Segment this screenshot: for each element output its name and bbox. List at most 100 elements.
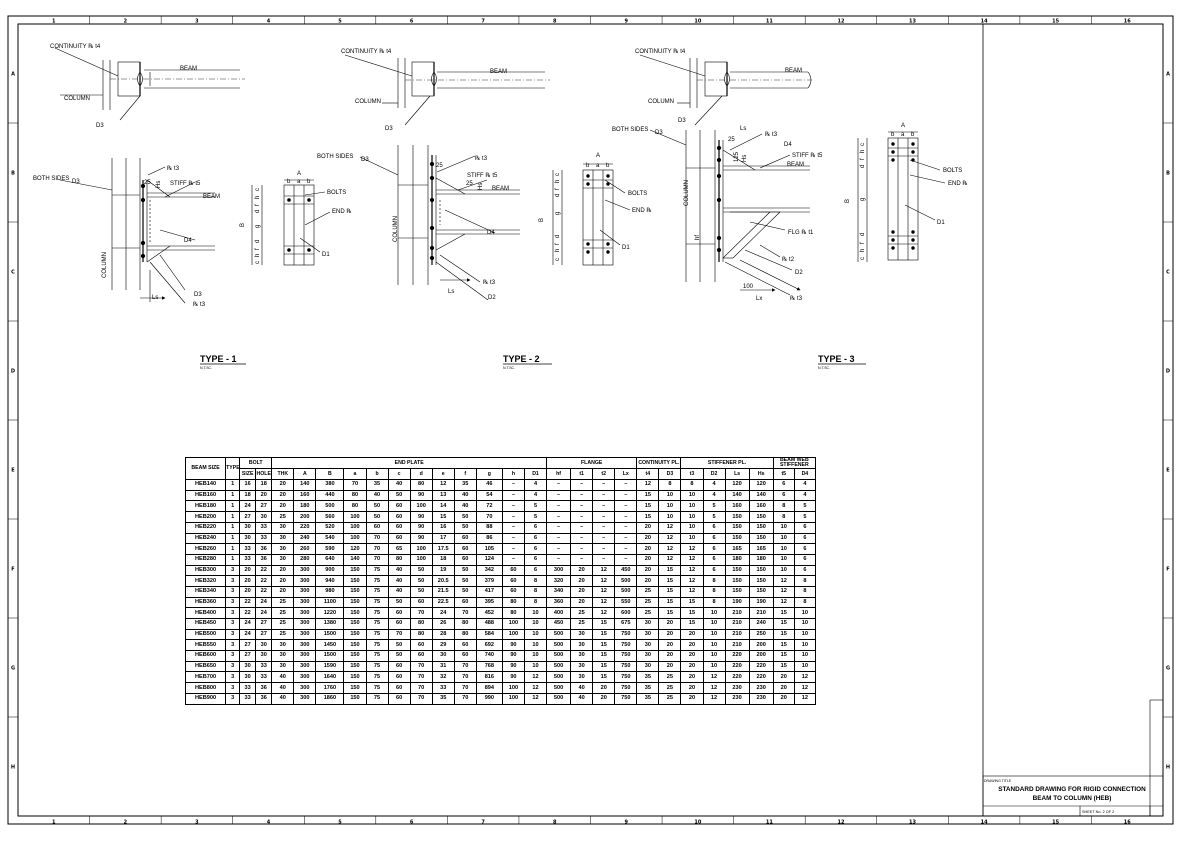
table-cell: 80 <box>343 500 367 513</box>
table-cell: 15 <box>658 575 682 587</box>
table-cell: 120 <box>343 543 367 555</box>
table-cell: 300 <box>293 671 317 684</box>
col-marker-16-bottom: 16 <box>1124 820 1131 826</box>
row-marker-H-left: H <box>11 765 15 771</box>
table-cell: 4 <box>702 479 726 491</box>
table-cell: 60 <box>453 532 477 545</box>
type1-ep-b1: b <box>287 179 291 185</box>
table-cell: 15 <box>636 500 660 513</box>
table-cell: 15 <box>431 511 455 523</box>
type1-ep-c2: c <box>255 261 261 264</box>
table-cell: 6 <box>793 521 817 534</box>
table-cell: 19 <box>431 564 455 577</box>
th-sub-16: t2 <box>592 468 616 481</box>
table-cell: 160 <box>293 489 317 502</box>
table-cell: HEB300 <box>184 564 227 577</box>
col-marker-10-top: 10 <box>694 19 701 25</box>
table-cell: 342 <box>475 564 503 577</box>
table-cell: 220 <box>724 660 750 673</box>
table-cell: 60 <box>501 575 525 587</box>
table-cell: 15 <box>658 564 682 577</box>
type3-ep-f1: f <box>860 158 866 160</box>
table-cell: 500 <box>614 585 638 598</box>
table-cell: 180 <box>293 500 317 513</box>
table-cell: 20 <box>772 671 795 684</box>
table-cell: 60 <box>409 650 433 662</box>
table-cell: 15 <box>772 628 795 641</box>
table-cell: 60 <box>501 585 525 598</box>
table-cell: 40 <box>387 585 411 598</box>
table-cell: 40 <box>387 564 411 577</box>
title-block-caption: DRAWING TITLE <box>984 779 1012 783</box>
table-cell: 26 <box>431 618 455 630</box>
table-cell: 20 <box>271 479 295 491</box>
table-cell: 22 <box>255 585 273 598</box>
type2-ep-g: g <box>555 212 561 215</box>
col-marker-8-bottom: 8 <box>553 820 557 826</box>
table-cell: – <box>501 532 525 545</box>
table-cell: 150 <box>748 585 774 598</box>
table-cell: – <box>592 532 616 545</box>
table-cell: 300 <box>293 660 317 673</box>
table-cell: 80 <box>501 607 525 620</box>
type3-ls-label: Ls <box>740 126 746 132</box>
table-cell: 150 <box>343 650 367 662</box>
type2-ep-d2: d <box>555 235 561 238</box>
row-marker-B-right: B <box>1166 171 1170 177</box>
table-cell: 3 <box>225 628 241 641</box>
type1-plate-t3b-label: ℞ t3 <box>193 301 206 308</box>
table-cell: 220 <box>724 650 750 662</box>
col-marker-2-bottom: 2 <box>124 820 128 826</box>
table-cell: 980 <box>315 585 345 598</box>
table-cell: 750 <box>614 639 638 652</box>
th-type: TYPE <box>225 456 241 481</box>
table-cell: 20 <box>658 660 682 673</box>
table-cell: 100 <box>409 500 433 513</box>
table-cell: 10 <box>680 511 704 523</box>
table-cell: 15 <box>592 639 616 652</box>
table-cell: 3 <box>225 671 241 684</box>
type2-ep-c2: c <box>555 258 561 261</box>
type3-plate-t3-label: ℞ t3 <box>765 131 778 138</box>
type2-d3-both-label: D3 <box>361 157 369 163</box>
table-cell: – <box>570 479 594 491</box>
table-cell: 10 <box>523 639 548 652</box>
table-cell: 768 <box>475 660 503 673</box>
type2-ep-b2: b <box>606 163 610 169</box>
table-cell: 30 <box>636 628 660 641</box>
type3-ep-A: A <box>901 123 905 129</box>
type3-d3-label: D3 <box>678 118 686 124</box>
table-cell: 50 <box>453 575 477 587</box>
table-cell: 36 <box>255 682 273 694</box>
table-cell: 6 <box>702 521 726 534</box>
table-cell: 10 <box>772 532 795 545</box>
table-cell: 70 <box>409 671 433 684</box>
table-cell: – <box>614 511 638 523</box>
table-cell: – <box>614 521 638 534</box>
type2-labels: CONTINUITY ℞ t4 BEAM COLUMN D3 BOTH SIDE… <box>317 48 652 370</box>
type3-plan-view <box>689 58 812 108</box>
col-marker-6-bottom: 6 <box>410 820 414 826</box>
table-cell: 90 <box>409 511 433 523</box>
table-cell: 50 <box>409 585 433 598</box>
table-cell: 20 <box>570 575 594 587</box>
row-marker-A-left: A <box>11 72 15 78</box>
table-cell: 20 <box>636 532 660 545</box>
col-marker-5-bottom: 5 <box>338 820 342 826</box>
table-cell: 14 <box>431 500 455 513</box>
table-cell: 10 <box>523 650 548 662</box>
table-cell: 150 <box>343 596 367 609</box>
table-cell: 10 <box>772 553 795 566</box>
table-cell: 3 <box>225 607 241 620</box>
table-cell: 20 <box>680 660 704 673</box>
table-cell: 4 <box>793 489 817 502</box>
table-cell: 35 <box>365 479 389 491</box>
table-cell: 140 <box>748 489 774 502</box>
